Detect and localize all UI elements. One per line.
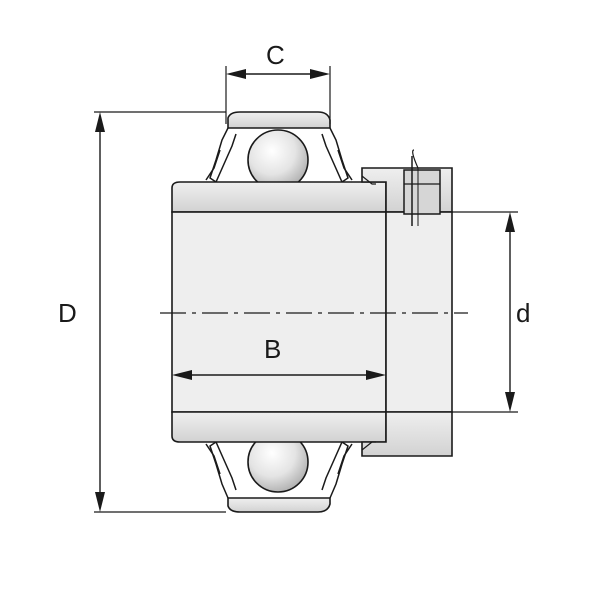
set-screw	[403, 169, 441, 215]
seal-top-left	[205, 127, 237, 184]
label-B: B	[264, 334, 281, 364]
outer-ring-bottom	[227, 497, 331, 513]
outer-ring-top	[227, 111, 331, 129]
seal-bottom-right	[321, 440, 353, 499]
seal-top-right	[321, 127, 353, 184]
seal-bottom-left	[205, 440, 237, 499]
label-D: D	[58, 298, 77, 328]
dimension-B: B	[172, 334, 386, 380]
dimension-D: D	[58, 111, 226, 513]
label-d: d	[516, 298, 530, 328]
inner-ring	[171, 181, 387, 443]
label-C: C	[266, 40, 285, 70]
dimension-C: C	[225, 40, 331, 124]
dimension-d: d	[452, 211, 530, 413]
ball-top	[247, 129, 309, 191]
